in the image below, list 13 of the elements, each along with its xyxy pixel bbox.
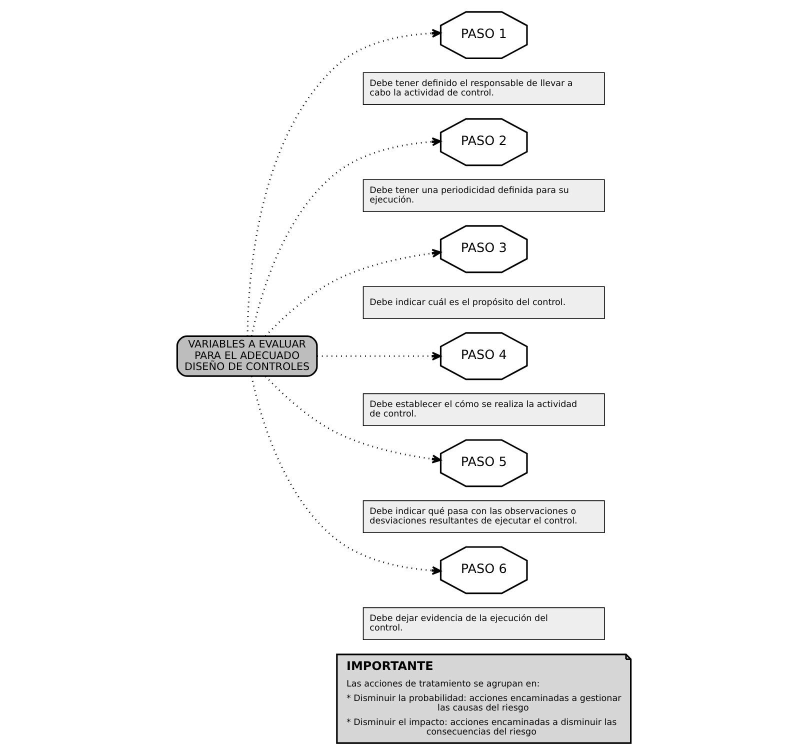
arrow xyxy=(250,376,442,575)
node-box: VARIABLES A EVALUAR PARA EL ADECUADO DISEÑO DE CONTROLES xyxy=(176,335,318,377)
arrow xyxy=(265,376,442,464)
node-box: Debe tener definido el responsable de llevar a cabo la actividad de control. xyxy=(362,72,605,105)
arrow xyxy=(246,28,442,336)
node-box: Debe dejar evidencia de la ejecución del control. xyxy=(362,607,605,640)
node-box: Debe indicar qué pasa con las observaciones o desviaciones resultantes de ejecutar el control. xyxy=(362,500,605,534)
arrow xyxy=(265,248,442,336)
arrow xyxy=(250,137,442,336)
node-box: Debe indicar cuál es el propósito del control. xyxy=(362,286,605,319)
arrow xyxy=(317,352,442,361)
node-box: Debe tener una periodicidad definida para su ejecución. xyxy=(362,179,605,212)
node-box: Debe establecer el cómo se realiza la actividad de control. xyxy=(362,393,605,426)
